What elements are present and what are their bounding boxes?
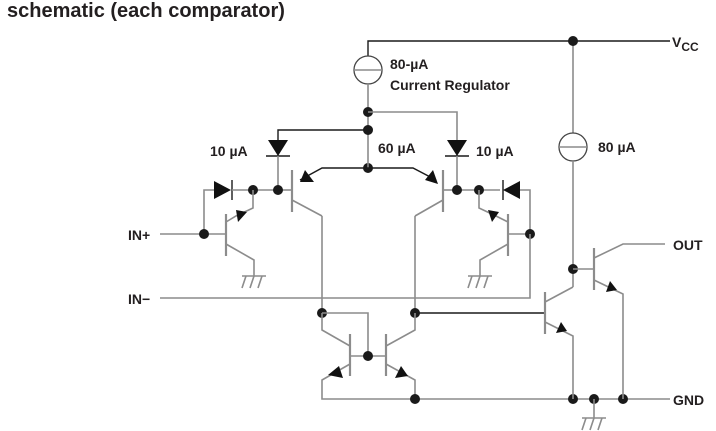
transistor-gain xyxy=(543,286,574,399)
vcc-rail xyxy=(367,36,670,134)
diode-10ua-right xyxy=(445,140,469,190)
tail-current-label: 60 µA xyxy=(378,140,416,156)
current-mirror xyxy=(317,308,546,400)
pnp-left-emitter-arrow xyxy=(300,170,314,182)
vcc-label: VCC xyxy=(672,34,699,54)
diode-clamp-left xyxy=(203,180,278,234)
diode-10ua-left xyxy=(266,140,290,190)
transistor-pnp-left xyxy=(278,170,323,313)
transistor-input-right xyxy=(478,190,530,276)
ground-main xyxy=(581,399,606,431)
right-diode-current-label: 10 µA xyxy=(476,143,514,159)
regulator-name-label: Current Regulator xyxy=(390,77,510,93)
ground-left xyxy=(241,275,266,289)
output-source-current-label: 80 µA xyxy=(598,139,636,155)
ground-right xyxy=(467,275,492,289)
diode-clamp-right xyxy=(457,180,531,234)
transistor-input-left xyxy=(160,190,255,276)
diagram-title: schematic (each comparator) xyxy=(7,0,285,22)
transistor-pnp-right xyxy=(414,170,457,313)
in-minus-label: IN− xyxy=(128,291,150,307)
gnd-label: GND xyxy=(673,392,704,408)
out-label: OUT xyxy=(673,237,703,253)
transistor-output xyxy=(573,243,665,399)
in-plus-label: IN+ xyxy=(128,227,150,243)
output-current-source xyxy=(558,132,588,287)
regulator-current-label: 80-µA xyxy=(390,56,428,72)
pnp-right-emitter-arrow xyxy=(425,170,438,184)
left-diode-current-label: 10 µA xyxy=(210,143,248,159)
